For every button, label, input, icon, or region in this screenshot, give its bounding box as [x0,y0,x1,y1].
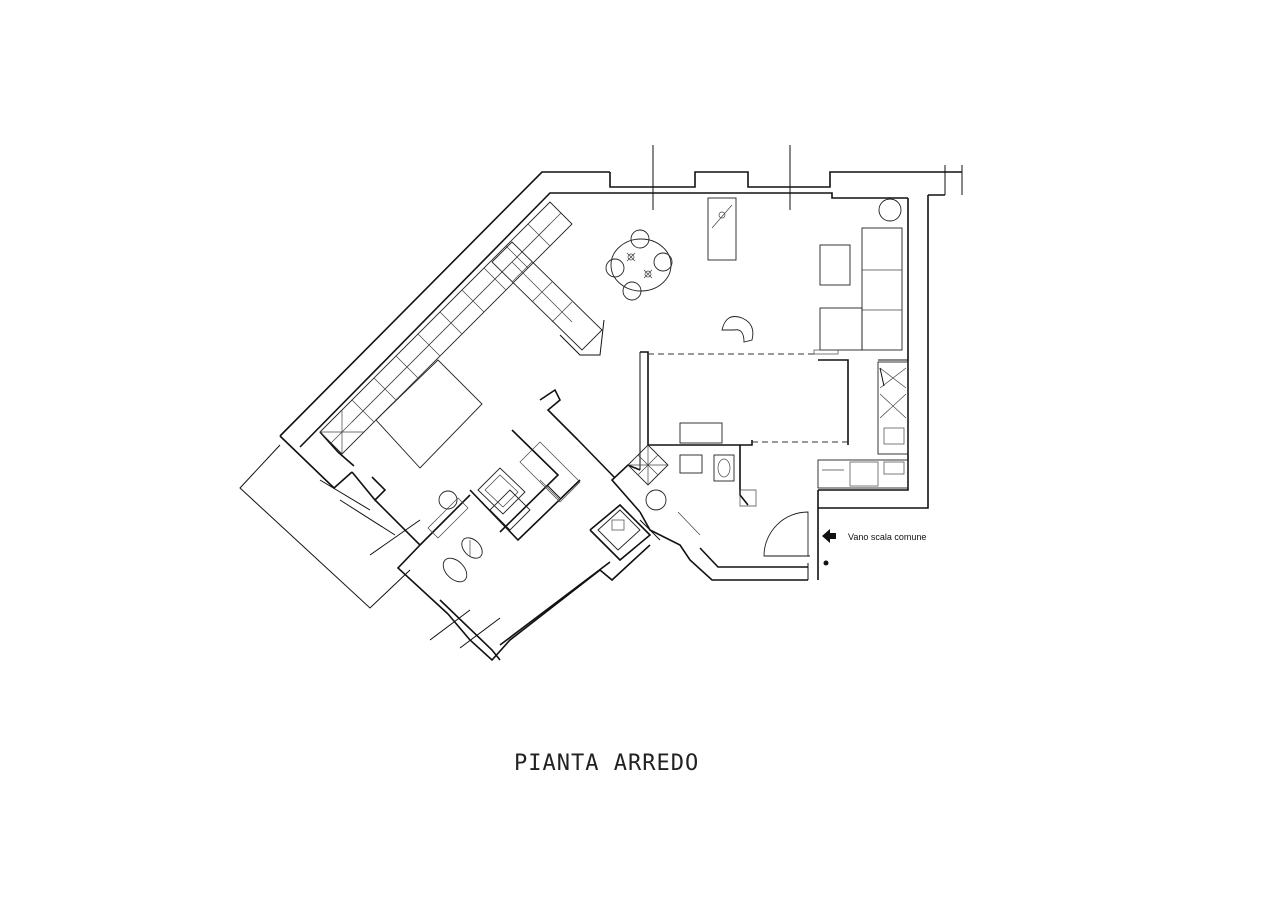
stair-label: Vano scala comune [848,532,926,542]
bedroom [375,359,483,539]
stair-marker: Vano scala comune [822,529,926,566]
desk-table [707,197,737,261]
doors [546,367,885,557]
kitchen [817,361,909,489]
plant-pot [878,198,902,222]
dashed-lines [648,353,848,443]
dining-table [605,229,673,301]
sofa [813,227,903,355]
window-ticks [319,145,791,649]
exterior-walls [279,165,963,662]
plan-title: PIANTA ARREDO [514,751,699,776]
stair-arrow-icon [822,529,836,543]
diagonal-wardrobes [319,201,605,455]
balcony [239,444,411,609]
bathroom-main [627,422,735,536]
armchair [721,316,754,343]
internal-walls [351,351,908,562]
bathroom-second [442,441,641,583]
